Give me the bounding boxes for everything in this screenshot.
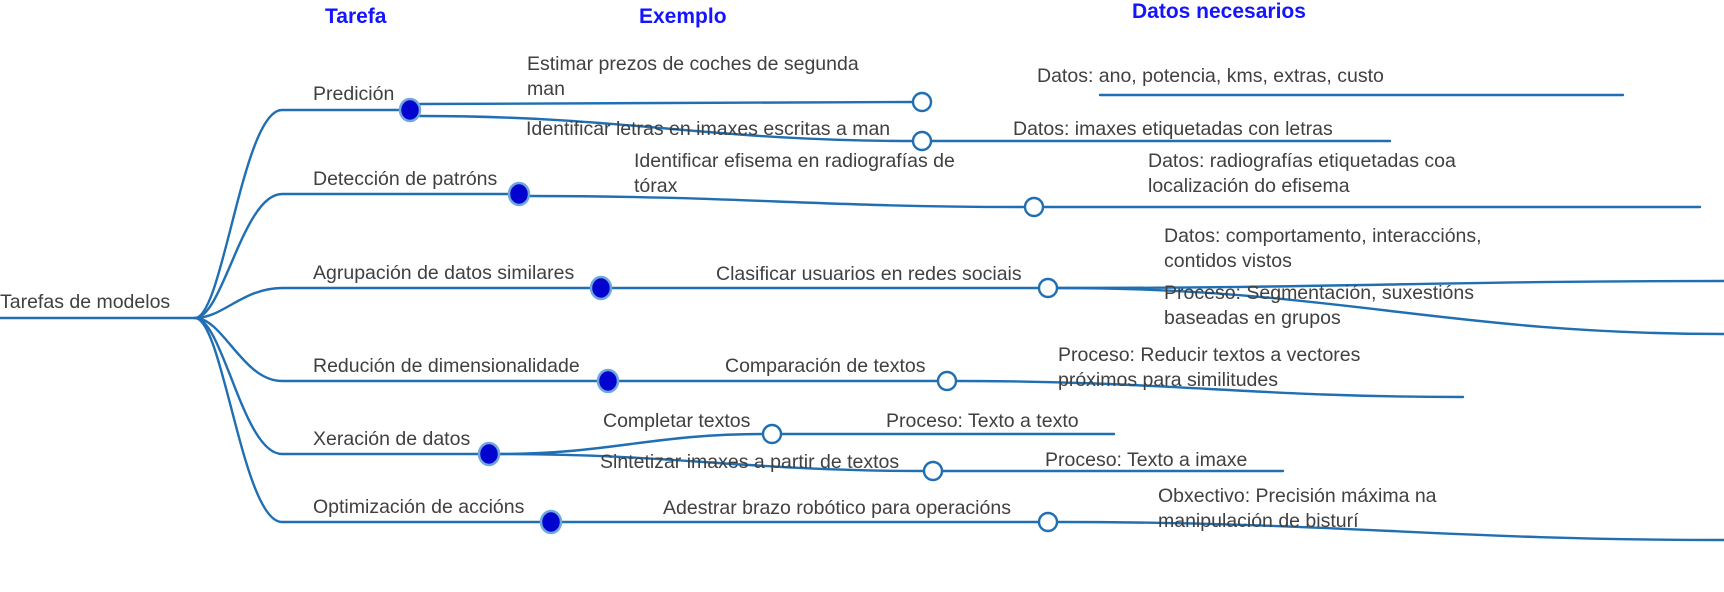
child-line-predicion-coches (418, 100, 915, 106)
branch-node-predicion[interactable] (398, 97, 422, 123)
child-label-predicion-letras: Identificar letras en imaxes escritas a … (526, 118, 891, 140)
detail-label-predicion-letras-0: Datos: imaxes etiquetadas con letras (1013, 118, 1333, 140)
trunk-line-xeracion (193, 316, 491, 456)
child-line-predicion-letras (418, 114, 915, 143)
root-label: Tarefas de modelos (0, 291, 171, 313)
detail-line-optimizacion-brazo-0 (1055, 520, 1724, 542)
child-line-deteccion-efisema (527, 194, 1027, 209)
column-header-datos: Datos necesarios (1132, 0, 1306, 23)
detail-label-predicion-coches-0: Datos: ano, potencia, kms, extras, custo (1037, 65, 1384, 87)
child-node-predicion-letras[interactable] (911, 130, 933, 152)
trunk-line-reducion (193, 316, 610, 383)
branch-label-agrupacion: Agrupación de datos similares (313, 262, 575, 284)
child-node-predicion-coches[interactable] (911, 91, 933, 113)
detail-label-deteccion-efisema-0: Datos: radiografías etiquetadas coa loca… (1148, 150, 1456, 197)
child-node-reducion-textos[interactable] (936, 370, 958, 392)
child-label-xeracion-sintetizar: Sintetizar imaxes a partir de textos (600, 451, 900, 473)
child-line-xeracion-completar (497, 432, 765, 456)
detail-label-xeracion-sintetizar-0: Proceso: Texto a imaxe (1045, 449, 1248, 471)
trunk-line-deteccion (193, 192, 521, 320)
child-node-xeracion-completar[interactable] (761, 423, 783, 445)
child-node-deteccion-efisema[interactable] (1023, 196, 1045, 218)
trunk-line-optimizacion (193, 316, 553, 524)
branch-label-optimizacion: Optimización de accións (313, 496, 525, 518)
detail-label-xeracion-completar-0: Proceso: Texto a texto (886, 410, 1079, 432)
detail-line-agrupacion-usuarios-0 (1055, 279, 1724, 290)
child-node-optimizacion-brazo[interactable] (1037, 511, 1059, 533)
child-label-predicion-coches: Estimar prezos de coches de segunda man (527, 53, 859, 100)
branch-node-optimizacion[interactable] (539, 509, 563, 535)
column-header-tarefa: Tarefa (325, 5, 387, 28)
detail-label-optimizacion-brazo-0: Obxectivo: Precisión máxima na manipulac… (1158, 485, 1437, 532)
branch-label-xeracion: Xeración de datos (313, 428, 471, 450)
branch-node-agrupacion[interactable] (589, 275, 613, 301)
child-label-agrupacion-usuarios: Clasificar usuarios en redes sociais (716, 263, 1022, 285)
child-label-optimizacion-brazo: Adestrar brazo robótico para operacións (663, 497, 1011, 519)
child-line-xeracion-sintetizar (497, 452, 926, 473)
detail-label-agrupacion-usuarios-0: Datos: comportamento, interaccións, cont… (1164, 225, 1482, 272)
trunk-line-predicion (193, 108, 412, 320)
column-header-exemplo: Exemplo (639, 5, 727, 28)
branch-node-deteccion[interactable] (507, 181, 531, 207)
child-label-deteccion-efisema: Identificar efisema en radiografías de t… (634, 150, 955, 197)
detail-line-agrupacion-usuarios-1 (1055, 286, 1724, 336)
detail-line-reducion-textos-0 (954, 379, 1465, 399)
child-node-xeracion-sintetizar[interactable] (922, 460, 944, 482)
detail-label-agrupacion-usuarios-1: Proceso: Segmentación, suxestións basead… (1164, 282, 1475, 329)
child-node-agrupacion-usuarios[interactable] (1037, 277, 1059, 299)
branch-node-reducion[interactable] (596, 368, 620, 394)
branch-label-reducion: Redución de dimensionalidade (313, 355, 580, 377)
child-label-xeracion-completar: Completar textos (603, 410, 751, 432)
trunk-line-agrupacion (193, 286, 603, 320)
detail-label-reducion-textos-0: Proceso: Reducir textos a vectores próxi… (1058, 344, 1361, 391)
branch-node-xeracion[interactable] (477, 441, 501, 467)
child-label-reducion-textos: Comparación de textos (725, 355, 926, 377)
branch-label-deteccion: Detección de patróns (313, 168, 498, 190)
branch-label-predicion: Predición (313, 83, 395, 105)
